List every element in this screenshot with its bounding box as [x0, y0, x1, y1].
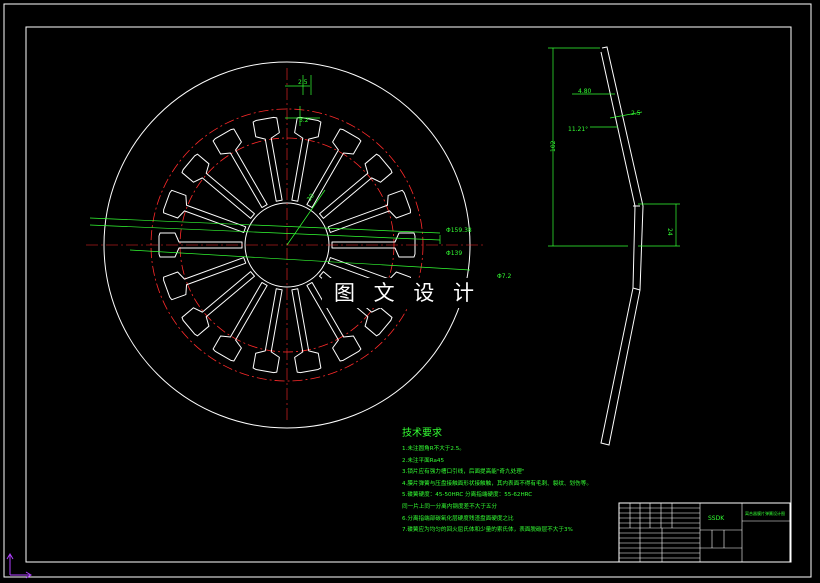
- tech-req-line: 7.碟簧应为均匀的回火屈氏体和少量的索氏体，表面脱碳层不大于3%: [402, 527, 573, 534]
- dim-outer: Φ7.2: [497, 273, 511, 280]
- tech-req-line: 5.碟簧硬度：45-50HRC 分离指端硬度：55-62HRC: [402, 492, 533, 499]
- tech-req-line: 3.锁片应有强力槽口引线，后面提高能"奇九处理": [402, 469, 525, 476]
- finger-slot: [181, 153, 255, 219]
- title-block-drawing-no: SSDK: [708, 515, 725, 522]
- tech-req-line: 2.未注平面Ra45: [402, 457, 445, 464]
- dim-inner-circle: Φ159.38: [446, 227, 472, 234]
- finger-slot: [291, 116, 322, 202]
- finger-slot: [252, 288, 283, 374]
- finger-slot: [291, 288, 322, 374]
- tech-req-line: 1.未注圆角R不大于2.5。: [402, 446, 465, 452]
- finger-slots: [158, 116, 416, 374]
- dim-section-height: 102: [550, 140, 557, 152]
- finger-slot: [163, 257, 247, 301]
- dim-section-thickness: 2.5: [631, 110, 641, 117]
- watermark-text: 图 文 设 计: [322, 278, 492, 308]
- finger-slot: [163, 189, 247, 233]
- finger-slot: [319, 153, 393, 219]
- finger-slot: [331, 232, 416, 258]
- tech-req-line: 6.分离指端部碳氧化层硬度残渣盘面硬度之比: [402, 515, 514, 522]
- dim-slot-top: 2.5: [298, 79, 308, 86]
- finger-slot: [212, 281, 268, 362]
- section-dimension-lines: [548, 47, 680, 247]
- front-dimension-lines: [89, 75, 471, 271]
- title-block-part-name: 离合器膜片弹簧设计图: [745, 510, 785, 516]
- dim-section-hub-height: 24: [666, 228, 673, 236]
- dim-angle: 30: [306, 192, 316, 202]
- title-block: SSDK 离合器膜片弹簧设计图: [618, 502, 791, 563]
- front-view: 2.5 3.2 30 Φ159.38 Φ139 Φ7.2: [86, 61, 511, 429]
- finger-slot: [252, 116, 283, 202]
- technical-requirements: 技术要求 1.未注圆角R不大于2.5。 2.未注平面Ra45 3.锁片应有强力槽…: [402, 424, 622, 537]
- finger-slot: [158, 232, 243, 258]
- section-profile: [600, 46, 644, 446]
- finger-slot: [306, 281, 362, 362]
- tech-req-line: 同一片上同一分离内钢度差不大于五分: [402, 503, 498, 510]
- outer-frame: [3, 3, 812, 578]
- dim-hub: Φ139: [446, 250, 462, 257]
- inner-frame: [25, 26, 792, 563]
- finger-slot: [306, 128, 362, 209]
- section-view: 4.80 2.5 11.21° 102 24: [548, 46, 680, 446]
- finger-slot: [181, 271, 255, 337]
- dim-section-radial: 4.80: [578, 88, 592, 95]
- tech-req-heading: 技术要求: [402, 428, 442, 439]
- finger-slot: [212, 128, 268, 209]
- finger-slot: [327, 189, 411, 233]
- dim-section-angle: 11.21°: [568, 126, 588, 133]
- ucs-axis-icon: [6, 553, 32, 579]
- tech-req-line: 4.膜片弹簧与压盘接触面形状接触触，其内表面不得有毛刺、裂纹、划伤等。: [402, 480, 592, 487]
- dim-slot-width: 3.2: [299, 117, 309, 124]
